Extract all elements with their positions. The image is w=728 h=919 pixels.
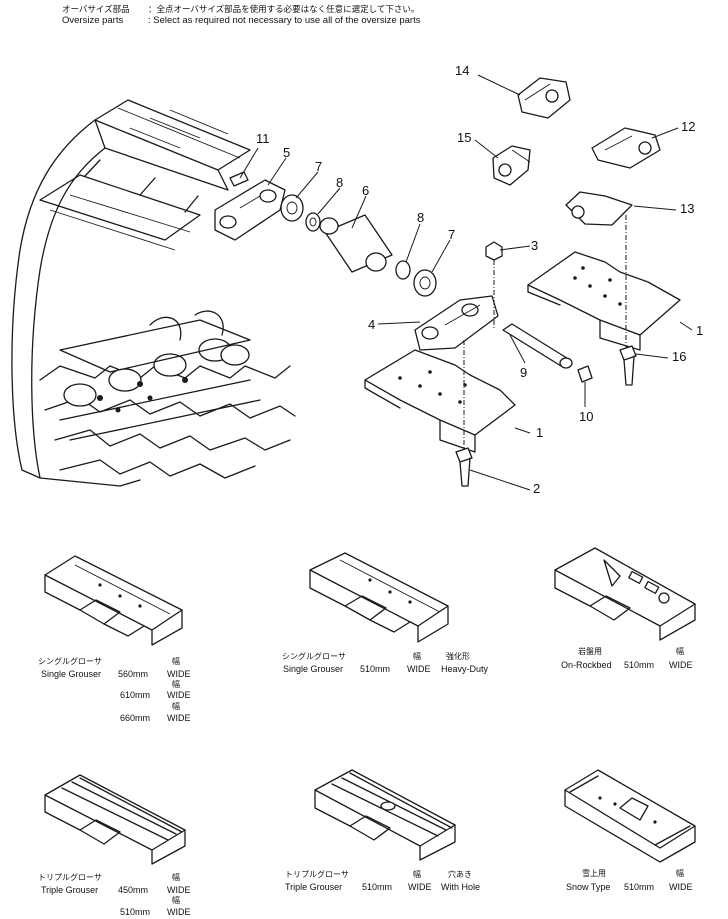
callout-7b: 7 [448, 227, 456, 242]
variant1-wide-jp: 幅 [172, 657, 180, 666]
variant2-size: 510mm [360, 664, 391, 674]
variant6-size: 510mm [624, 882, 655, 892]
part-2-bolt [455, 447, 473, 487]
callout-14: 14 [455, 63, 470, 78]
callout-7: 7 [315, 159, 323, 174]
variant2-wide-jp: 幅 [413, 652, 421, 661]
variant5-wide: WIDE [408, 882, 432, 892]
variant5-extra: With Hole [441, 882, 481, 892]
leader-lines [239, 74, 693, 491]
variant2-extra-jp: 強化形 [446, 652, 470, 661]
variant4-wide-2: WIDE [167, 907, 191, 917]
part-8-spacer-right [395, 260, 411, 280]
variant6-jp: 雪上用 [582, 869, 606, 878]
variant4-wide-jp: 幅 [172, 873, 180, 882]
variant4-size-2: 510mm [120, 907, 151, 917]
part-5-link [214, 179, 286, 241]
callout-13: 13 [680, 201, 695, 216]
variant-single-grouser-thumb [44, 555, 183, 646]
variant-heavy-duty-thumb [309, 552, 449, 643]
callout-2: 2 [533, 481, 541, 496]
callout-4: 4 [368, 317, 376, 332]
variant-on-rockbed-thumb [554, 547, 696, 641]
callout-12: 12 [681, 119, 696, 134]
variant6-name: Snow Type [566, 882, 611, 892]
variant6-wide: WIDE [669, 882, 693, 892]
variant6-wide-jp: 幅 [676, 869, 684, 878]
variant1-size-2: 610mm [120, 690, 151, 700]
part-6-bushing [319, 214, 393, 273]
variant1-wide-1: WIDE [167, 669, 191, 679]
part-12-master-link [591, 127, 661, 169]
part-4-link [414, 295, 499, 351]
variant4-size-1: 450mm [118, 885, 149, 895]
variant4-jp: トリプルグローサ [38, 873, 102, 882]
callout-1: 1 [696, 323, 704, 338]
callout-16: 16 [672, 349, 687, 364]
part-8-spacer [305, 212, 321, 232]
variant4-wide-jp-2: 幅 [172, 896, 180, 905]
variant3-jp: 岩盤用 [578, 647, 602, 656]
variant1-size-1: 560mm [118, 669, 149, 679]
variant-snow-type-thumb [564, 769, 696, 863]
part-13-master-link [565, 191, 633, 226]
variant1-wide-jp-3: 幅 [172, 702, 180, 711]
callout-3: 3 [531, 238, 539, 253]
variant-triple-with-hole-thumb [314, 769, 456, 861]
callout-8: 8 [336, 175, 344, 190]
variant2-name: Single Grouser [283, 664, 344, 674]
oversize-note-en: : Select as required not necessary to us… [148, 15, 421, 26]
callout-11: 11 [256, 131, 270, 146]
oversize-note-jp: ：全点オーバサイズ部品を使用する必要はなく任意に選定して下さい。 [148, 4, 420, 14]
variant3-wide-jp: 幅 [676, 647, 684, 656]
track-assembly-illustration [11, 99, 296, 487]
callout-9: 9 [520, 365, 528, 380]
oversize-parts-jp: オーバサイズ部品 [62, 4, 130, 14]
part-7-seal-right [413, 269, 437, 297]
callout-8b: 8 [417, 210, 425, 225]
variant3-size: 510mm [624, 660, 655, 670]
variant2-extra: Heavy-Duty [441, 664, 489, 674]
variant1-wide-jp-2: 幅 [172, 680, 180, 689]
part-1-shoe-center [364, 349, 516, 453]
variant5-size: 510mm [362, 882, 393, 892]
part-3-nut [485, 241, 503, 261]
callout-10: 10 [579, 409, 594, 424]
callout-5: 5 [283, 145, 291, 160]
part-16-bolt [619, 345, 637, 386]
part-7-seal [280, 194, 304, 222]
variant5-extra-jp: 穴あき [448, 870, 472, 879]
variant3-name: On-Rockbed [561, 660, 612, 670]
variant2-jp: シングルグローサ [282, 652, 346, 661]
variant-triple-grouser-thumb [44, 774, 186, 865]
variant4-name: Triple Grouser [41, 885, 99, 895]
callout-6: 6 [362, 183, 370, 198]
variant2-wide: WIDE [407, 664, 431, 674]
variant5-jp: トリプルグローサ [285, 870, 349, 879]
variant5-name: Triple Grouser [285, 882, 343, 892]
part-10-plug [577, 365, 593, 383]
variant1-name: Single Grouser [41, 669, 102, 679]
part-1-shoe-right [527, 251, 681, 351]
part-14-master-link [517, 77, 571, 119]
variant1-jp: シングルグローサ [38, 657, 102, 666]
callout-1b: 1 [536, 425, 544, 440]
variant5-wide-jp: 幅 [413, 870, 421, 879]
variant1-size-3: 660mm [120, 713, 151, 723]
variant4-wide-1: WIDE [167, 885, 191, 895]
callout-15: 15 [457, 130, 472, 145]
part-15-master-link [492, 145, 531, 186]
variant1-wide-2: WIDE [167, 690, 191, 700]
oversize-parts-en: Oversize parts [62, 15, 124, 26]
part-9-pin [502, 323, 573, 369]
variant1-wide-3: WIDE [167, 713, 191, 723]
variant3-wide: WIDE [669, 660, 693, 670]
